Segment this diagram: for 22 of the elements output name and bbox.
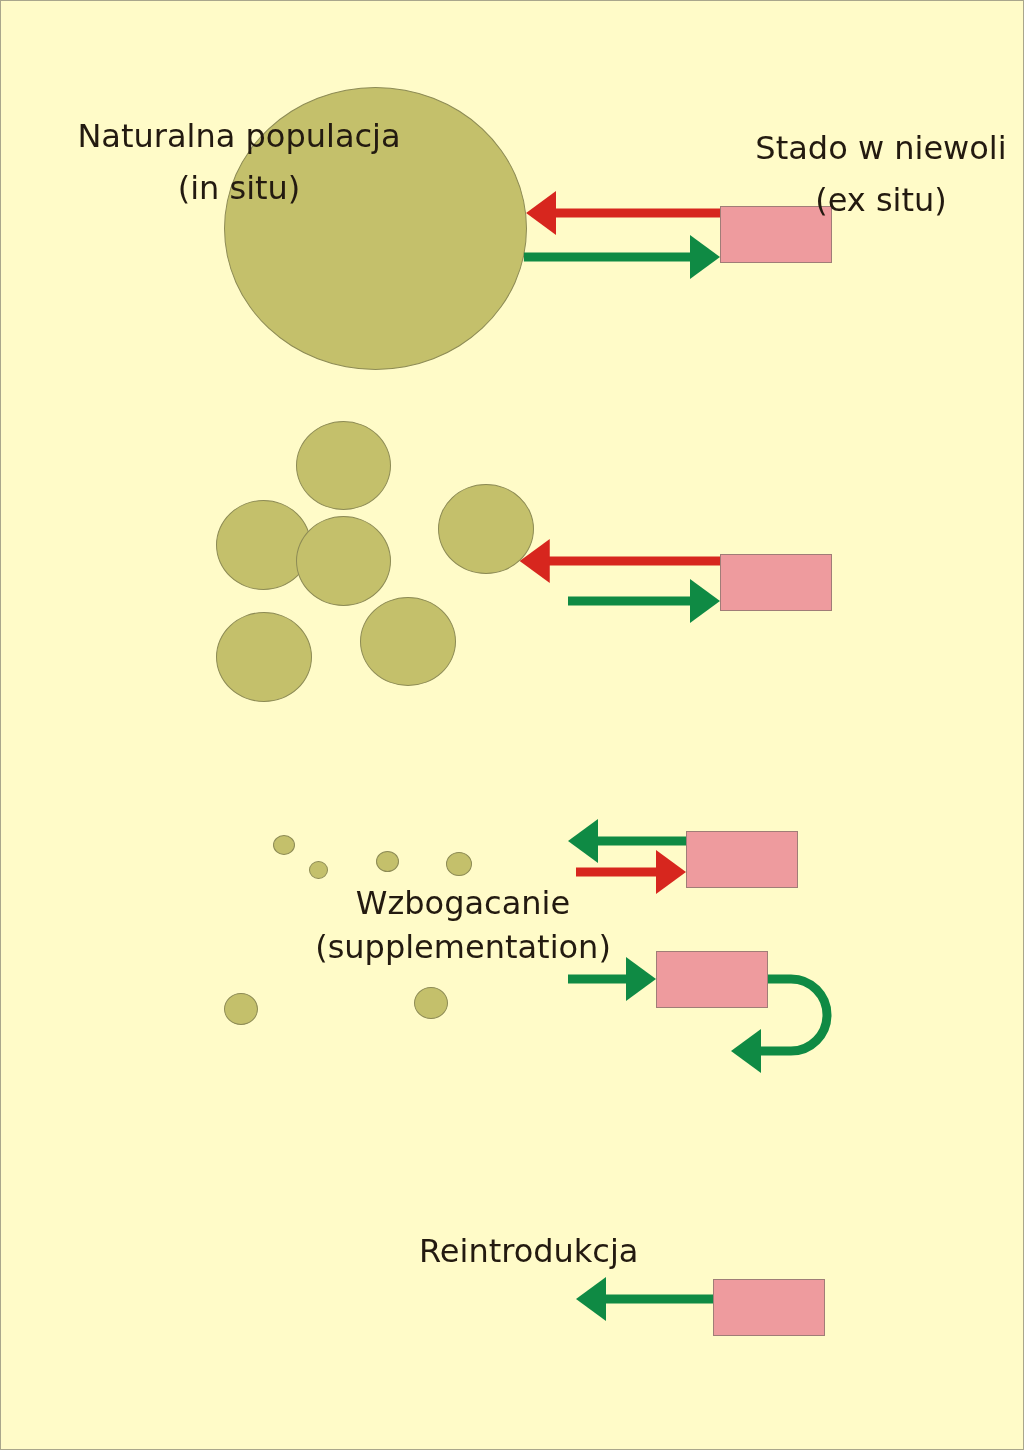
captive-stock-box: [713, 1279, 825, 1336]
arrow: [731, 974, 832, 1073]
population-dot: [446, 852, 472, 876]
arrow: [568, 579, 720, 623]
population-dot: [309, 861, 328, 879]
arrow: [576, 1277, 713, 1321]
captive-stock-box: [656, 951, 768, 1008]
population-dot: [376, 851, 399, 872]
population-dot: [273, 835, 295, 855]
captive-stock-box: [686, 831, 798, 888]
row-label: Reintrodukcja: [419, 1231, 640, 1272]
captive-stock-box: [720, 554, 832, 611]
population-dot: [224, 993, 258, 1025]
row-label: Wzbogacanie (supplementation): [314, 883, 612, 968]
arrow: [576, 850, 686, 894]
arrow: [526, 191, 720, 235]
arrow: [568, 957, 656, 1001]
arrow: [523, 235, 720, 279]
arrow: [568, 819, 686, 863]
population-dot: [414, 987, 448, 1019]
column-heading: Stado w niewoli (ex situ): [754, 128, 1008, 221]
arrow: [519, 539, 720, 583]
